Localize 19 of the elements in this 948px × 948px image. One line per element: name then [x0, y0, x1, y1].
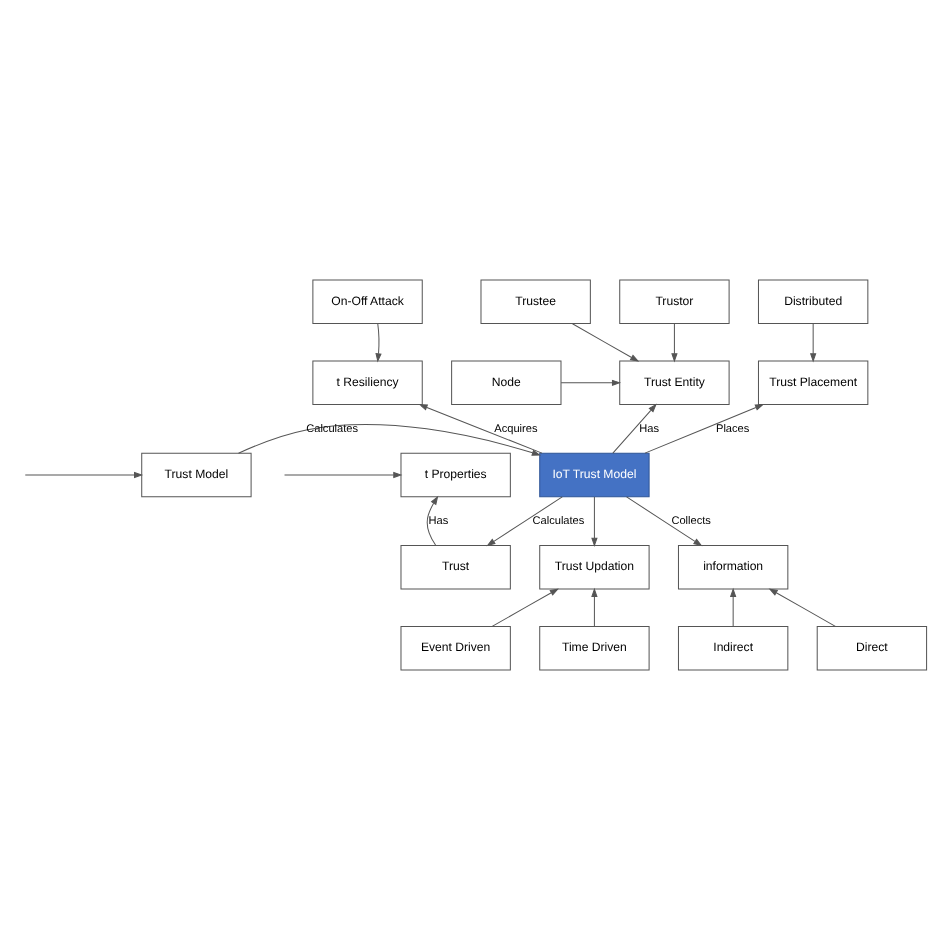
- arrow: [644, 403, 765, 453]
- arrow: [284, 470, 403, 478]
- arrow: [426, 494, 439, 545]
- arrow: [572, 322, 640, 361]
- arrow: [491, 587, 559, 626]
- arrow: [375, 322, 382, 362]
- arrow: [560, 378, 622, 386]
- arrow: [238, 423, 541, 455]
- arrow: [418, 403, 543, 453]
- arrow: [24, 470, 144, 478]
- arrow: [626, 495, 703, 546]
- arrow: [612, 402, 657, 453]
- arrow: [809, 322, 817, 362]
- arrow: [768, 587, 836, 626]
- arrow: [591, 586, 598, 626]
- arrow: [486, 495, 563, 546]
- arrow: [729, 586, 737, 626]
- arrow: [591, 495, 598, 546]
- arrow: [671, 322, 678, 362]
